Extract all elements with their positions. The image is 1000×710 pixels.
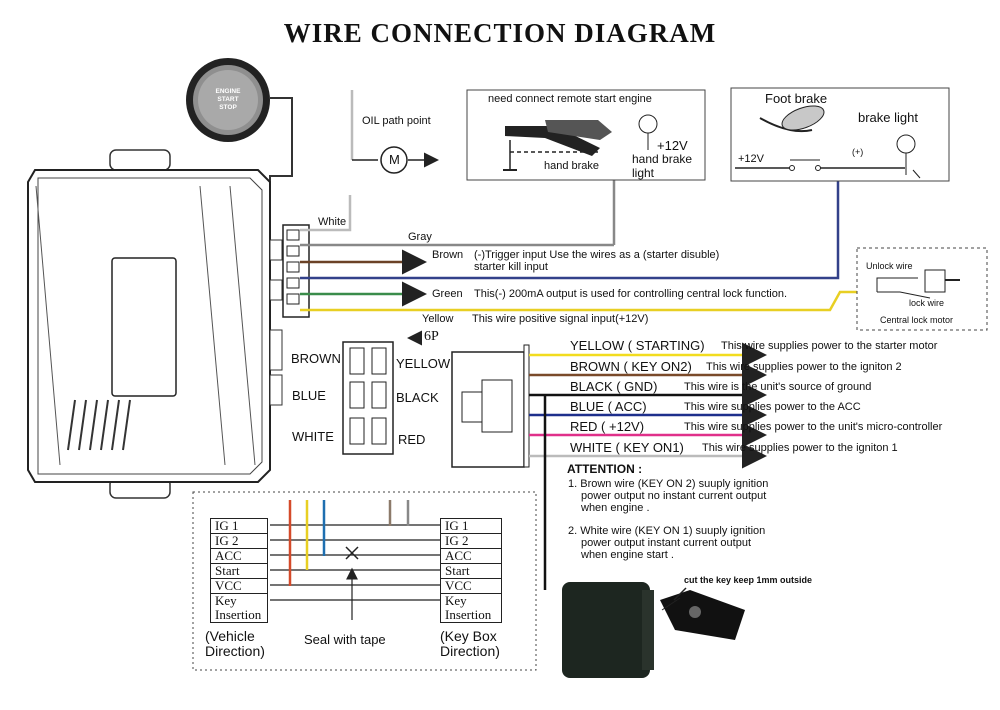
- vehicle-caption-line-2: Direction): [205, 643, 265, 659]
- attention-item-1: 1. Brown wire (KEY ON 2) suuply ignition…: [568, 478, 768, 514]
- keybox-direction-caption: (Key Box Direction): [440, 629, 500, 659]
- power-wire-name-1: YELLOW ( STARTING): [570, 338, 705, 353]
- hand-brake-light-label: hand brake light: [632, 152, 693, 180]
- foot-brake-polarity: (+): [852, 147, 864, 157]
- vehicle-key-line-1: Key: [215, 593, 237, 608]
- vehicle-row-start: Start: [210, 563, 268, 579]
- brake-light-label: brake light: [858, 110, 918, 125]
- central-lock-motor-label: Central lock motor: [880, 315, 954, 325]
- connector-left-1: BROWN: [291, 351, 341, 366]
- lock-wire-label: lock wire: [909, 298, 945, 308]
- white-wire-label: White: [318, 216, 347, 228]
- connector-left-3: WHITE: [292, 429, 334, 444]
- green-wire-label: Green: [432, 288, 463, 300]
- power-harness-plug-icon: [451, 344, 530, 468]
- brown-wire-desc: (-)Trigger input Use the wires as a (sta…: [474, 249, 720, 261]
- seal-with-tape-label: Seal with tape: [304, 632, 386, 647]
- power-wire-name-5: RED ( +12V): [570, 419, 645, 434]
- hand-brake-box: [466, 89, 706, 181]
- brown-wire-desc-2: starter kill input: [474, 261, 548, 273]
- yellow-wire-label: Yellow: [422, 313, 454, 325]
- attention-item-2: 2. White wire (KEY ON 1) suuply ignition…: [568, 525, 765, 561]
- keybox-row-vcc: VCC: [440, 578, 502, 594]
- connector-left-2: BLUE: [292, 388, 326, 403]
- attention-item-2-line-3: when engine start .: [581, 549, 674, 561]
- page-title: WIRE CONNECTION DIAGRAM: [283, 18, 717, 48]
- vehicle-row-vcc: VCC: [210, 578, 268, 594]
- vehicle-row-acc: ACC: [210, 548, 268, 564]
- power-wire-desc-1: This wire supplies power to the starter …: [721, 340, 938, 352]
- vehicle-direction-caption: (Vehicle Direction): [205, 629, 265, 659]
- hand-brake-label: hand brake: [544, 160, 600, 172]
- remote-start-heading: need connect remote start engine: [488, 93, 652, 105]
- remote-voltage: +12V: [657, 138, 688, 153]
- vehicle-row-ig2: IG 2: [210, 533, 268, 549]
- gray-wire-label: Gray: [408, 231, 432, 243]
- attention-title: ATTENTION :: [567, 462, 643, 476]
- attention-item-2-line-1: 2. White wire (KEY ON 1) suuply ignition: [568, 525, 766, 537]
- engine-start-button-icon: [186, 58, 293, 192]
- button-line-2: START: [217, 96, 239, 103]
- connector-6p-label: 6P: [424, 329, 439, 344]
- keybox-row-ig2: IG 2: [440, 533, 502, 549]
- connector-right-1: YELLOW: [396, 356, 451, 371]
- engine-start-stop-button: ENGINE START STOP: [206, 88, 250, 112]
- keybox-row-start: Start: [440, 563, 502, 579]
- power-wire-desc-2: This wire supplies power to the igniton …: [706, 361, 902, 373]
- power-wire-desc-6: This wire supplies power to the igniton …: [702, 442, 898, 454]
- keybox-row-acc: ACC: [440, 548, 502, 564]
- keybox-caption-line-2: Direction): [440, 643, 500, 659]
- keybox-row-ig1: IG 1: [440, 518, 502, 534]
- button-line-3: STOP: [219, 104, 237, 111]
- keybox-key-line-2: Insertion: [445, 607, 492, 622]
- attention-item-2-line-2: power output instant current output: [581, 537, 751, 549]
- power-wire-desc-5: This wire supplies power to the unit's m…: [684, 421, 943, 433]
- green-wire-desc: This(-) 200mA output is used for control…: [474, 288, 788, 300]
- button-line-1: ENGINE: [215, 88, 241, 95]
- vehicle-caption-line-1: (Vehicle: [205, 628, 255, 644]
- control-module-icon: [27, 149, 310, 499]
- key-box-icon: [562, 582, 745, 678]
- connector-6p-icon: [342, 330, 422, 455]
- brown-wire-label: Brown: [432, 249, 464, 261]
- connector-right-3: RED: [398, 432, 426, 447]
- connector-right-2: BLACK: [396, 390, 439, 405]
- yellow-wire-desc: This wire positive signal input(+12V): [472, 313, 649, 325]
- power-wire-name-6: WHITE ( KEY ON1): [570, 440, 684, 455]
- foot-brake-box: [730, 87, 950, 182]
- key-note: cut the key keep 1mm outside: [684, 575, 813, 585]
- power-wire-desc-4: This wire supplies power to the ACC: [684, 401, 861, 413]
- power-wire-desc-3: This wire is the unit's source of ground: [684, 381, 872, 393]
- keybox-caption-line-1: (Key Box: [440, 628, 497, 644]
- keybox-key-line-1: Key: [445, 593, 467, 608]
- power-wire-name-2: BROWN ( KEY ON2): [570, 359, 692, 374]
- attention-item-1-line-2: power output no instant current output: [581, 490, 767, 502]
- harness-wiring-panel: [192, 491, 537, 671]
- unlock-wire-label: Unlock wire: [866, 261, 913, 271]
- power-wire-name-4: BLUE ( ACC): [570, 399, 647, 414]
- motor-symbol: M: [389, 152, 400, 167]
- power-wire-name-3: BLACK ( GND): [570, 379, 658, 394]
- foot-brake-label: Foot brake: [765, 91, 828, 106]
- oil-path-motor-icon: [352, 146, 439, 174]
- oil-path-label: OIL path point: [362, 115, 431, 127]
- attention-item-1-line-3: when engine .: [581, 502, 650, 514]
- vehicle-row-ig1: IG 1: [210, 518, 268, 534]
- attention-item-1-line-1: 1. Brown wire (KEY ON 2) suuply ignition: [568, 478, 769, 490]
- foot-brake-voltage: +12V: [738, 153, 764, 165]
- central-lock-box: [856, 247, 988, 331]
- vehicle-key-line-2: Insertion: [215, 607, 262, 622]
